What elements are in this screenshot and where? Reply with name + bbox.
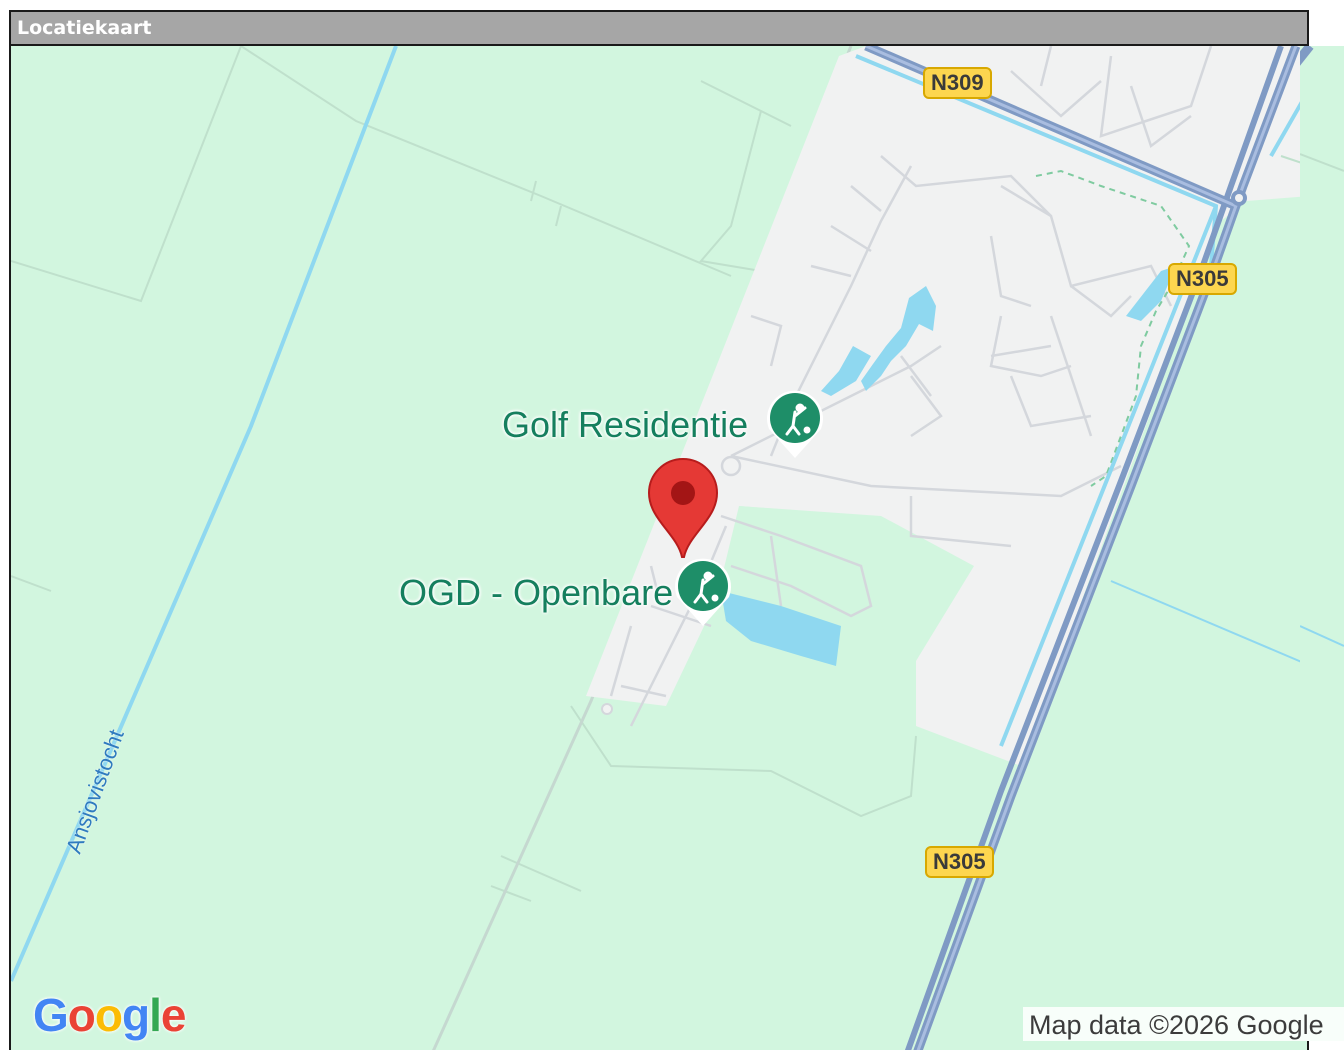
golf-icon bbox=[693, 571, 719, 604]
golf-icon bbox=[785, 403, 811, 436]
roundabout bbox=[720, 455, 742, 477]
map-window: Locatiekaart bbox=[9, 10, 1309, 1050]
map-canvas[interactable] bbox=[11, 46, 1309, 1050]
poi-label-ogd-openbare[interactable]: OGD - Openbare bbox=[399, 572, 674, 613]
map-attribution[interactable]: Map data ©2026 Google bbox=[1023, 1007, 1344, 1041]
residential-streets bbox=[609, 46, 1213, 727]
water-bodies bbox=[721, 266, 1176, 666]
map-overflow-area bbox=[1300, 46, 1344, 1041]
road-end bbox=[601, 703, 613, 715]
location-pin-icon[interactable] bbox=[647, 458, 719, 558]
road-shield-n309: N309 bbox=[923, 67, 992, 99]
attribution-text: Map data ©2026 Google bbox=[1029, 1010, 1324, 1040]
title-bar: Locatiekaart bbox=[11, 12, 1307, 46]
poi-label-golf-residentie[interactable]: Golf Residentie bbox=[502, 404, 749, 445]
road-shield-n305-south: N305 bbox=[925, 846, 994, 878]
google-logo: Google bbox=[33, 989, 186, 1041]
golf-poi-pin-1[interactable] bbox=[767, 390, 823, 458]
golf-poi-pin-2[interactable] bbox=[675, 558, 731, 626]
road-shield-n305-north: N305 bbox=[1168, 263, 1237, 295]
urban-area bbox=[586, 46, 1307, 766]
field-boundaries bbox=[11, 46, 917, 902]
golf-fairway bbox=[739, 506, 961, 666]
interchange-center bbox=[1235, 194, 1243, 202]
window-title: Locatiekaart bbox=[17, 17, 152, 39]
